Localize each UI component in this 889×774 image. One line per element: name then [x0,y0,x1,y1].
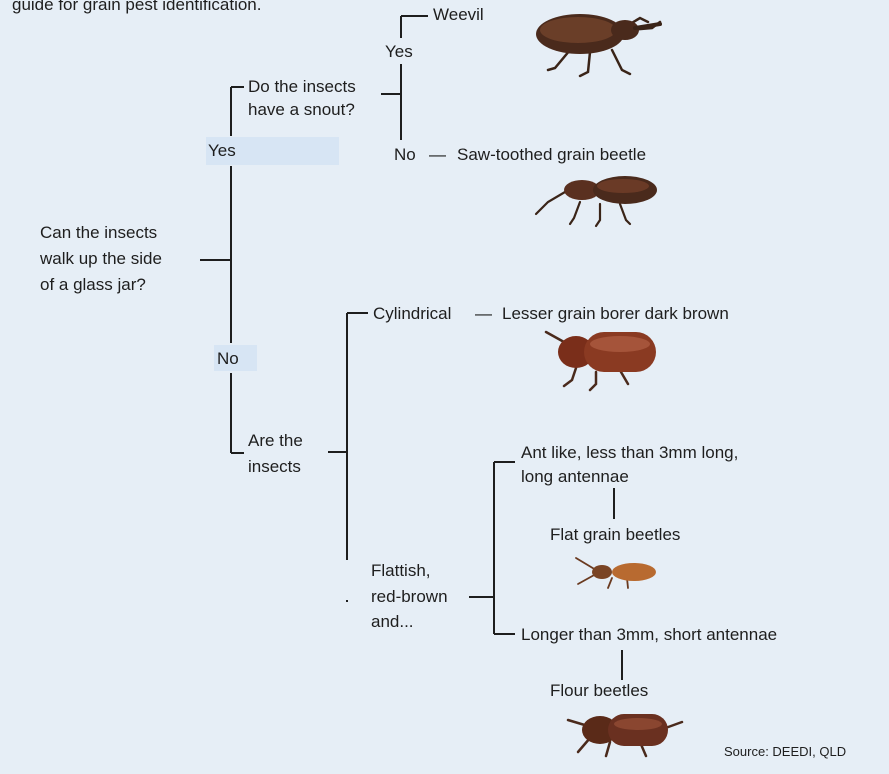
flat-grain-beetle-image [572,552,662,592]
longer-label: Longer than 3mm, short antennae [521,624,777,646]
snout-no-label: No [394,144,416,166]
snout-no-dash: — [429,144,446,166]
sawtoothed-beetle-image [530,162,680,232]
weevil-image [520,0,670,80]
flattish-line-2: red-brown [371,586,448,608]
intro-text: guide for grain pest identification. [12,0,262,16]
cylindrical-dash: — [475,303,492,325]
root-question-line-2: walk up the side [40,248,162,270]
root-yes-label: Yes [208,140,236,162]
root-question-line-3: of a glass jar? [40,274,146,296]
flour-beetles-label: Flour beetles [550,680,648,702]
antlike-line-2: long antennae [521,466,629,488]
snout-question-line-1: Do the insects [248,76,356,98]
flat-grain-beetles-label: Flat grain beetles [550,524,680,546]
flattish-line-1: Flattish, [371,560,431,582]
flattish-line-3: and... [371,611,414,633]
flour-beetle-image [560,700,690,760]
weevil-label: Weevil [433,4,484,26]
snout-yes-label: Yes [385,41,413,63]
root-question-line-1: Can the insects [40,222,157,244]
are-question-line-2: insects [248,456,301,478]
antlike-line-1: Ant like, less than 3mm long, [521,442,738,464]
source-credit: Source: DEEDI, QLD [724,744,846,760]
are-question-line-1: Are the [248,430,303,452]
cylindrical-label: Cylindrical [373,303,451,325]
snout-question-line-2: have a snout? [248,99,355,121]
root-no-label: No [217,348,239,370]
lesser-grain-borer-image [536,322,676,392]
